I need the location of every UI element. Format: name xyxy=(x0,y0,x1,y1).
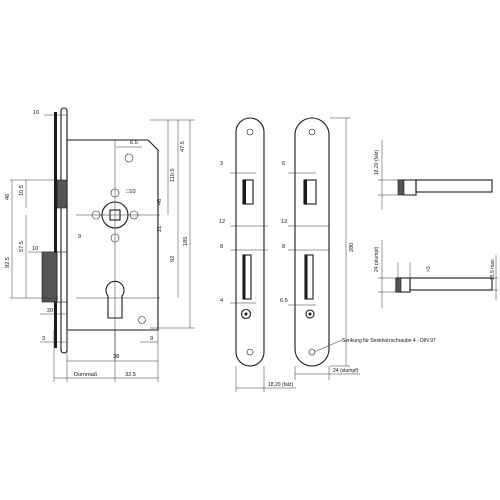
strike-plate-outline xyxy=(294,117,330,367)
faceplate-screw-bottom xyxy=(246,348,254,356)
case-screw-bottom xyxy=(138,316,146,324)
bolt-falz-label: 18,20 (falz) xyxy=(374,150,380,175)
dim-21: 21 xyxy=(157,226,163,232)
sp-dim-6-5: 6.5 xyxy=(280,298,288,304)
strike-screw-bottom xyxy=(308,348,316,356)
case-screw-top xyxy=(124,153,134,163)
dim-10-top: 10 xyxy=(33,110,39,116)
bolt-15-5max-label: 15,5 max. xyxy=(490,258,496,280)
dim-92: 92 xyxy=(170,256,176,262)
bolt-stumpf-shaft xyxy=(409,277,493,291)
strike-screw-top xyxy=(308,128,316,136)
lock-forend xyxy=(60,107,68,354)
sp-dim-6: 6 xyxy=(282,161,285,167)
lock-body-dimensions: 10 6.5 47.5 110.5 185 46 □10 9 21 92 46 … xyxy=(5,110,195,382)
faceplate-screw-top xyxy=(246,128,254,136)
dim-92-5: 92.5 xyxy=(5,257,11,268)
sp-dim-12: 12 xyxy=(281,219,287,225)
faceplate-latch-fill xyxy=(243,180,246,204)
dim-10-5: 10.5 xyxy=(19,185,25,196)
dim-10-mid: 10 xyxy=(32,246,38,252)
dim-38: 38 xyxy=(113,354,119,360)
strike-bolt-fill xyxy=(305,255,308,299)
faceplate-cylinder-hole xyxy=(240,308,252,320)
dim-57-5: 57.5 xyxy=(19,241,25,252)
dead-bolt-guide xyxy=(56,251,68,303)
sp-dim-8: 8 xyxy=(282,244,285,250)
dim-110-5: 110.5 xyxy=(170,168,176,182)
dim-9-bottom: 9 xyxy=(150,336,153,342)
dim-24-stumpf: 24 (stumpf) xyxy=(333,368,359,374)
dim-3-bottom: 3 xyxy=(42,336,45,342)
bolt-view-falz: 18,20 (falz) xyxy=(374,140,493,210)
lock-forend-edge xyxy=(54,112,57,348)
bolt-gt3-label: >3 xyxy=(426,266,432,272)
dim-6-5: 6.5 xyxy=(130,140,138,146)
dim-9-spindle: 9 xyxy=(78,234,81,240)
strike-cylinder-hole xyxy=(305,309,315,319)
strike-latch-fill xyxy=(304,180,307,204)
senkung-note: Senkung für Senkholzschraube 4 - DIN 97 xyxy=(342,338,436,344)
dim-185: 185 xyxy=(183,237,189,246)
faceplate-cylinder-dot xyxy=(244,312,248,316)
bolt-falz-shaft xyxy=(415,179,493,193)
strike-plate-view: 6 12 8 6.5 280 Senkung für Senkholzschra… xyxy=(235,117,436,392)
dim-32-5: 32.5 xyxy=(125,372,136,378)
fp-dim-12: 12 xyxy=(219,219,225,225)
cylinder-cutout xyxy=(105,280,125,319)
fp-dim-3: 3 xyxy=(220,161,223,167)
dim-dornmass: Dornmaß xyxy=(74,372,98,378)
faceplate-bolt-fill xyxy=(243,255,246,299)
bolt-falz-tip xyxy=(397,179,405,196)
dim-46-left: 46 xyxy=(5,194,11,200)
bolt-stumpf-label: 24 (stumpf) xyxy=(374,246,380,272)
strike-cylinder-dot xyxy=(308,312,312,316)
faceplate-outline xyxy=(235,117,265,367)
dim-square-10: □10 xyxy=(126,189,136,195)
fp-dim-4: 4 xyxy=(220,298,223,304)
latch-bolt xyxy=(56,179,68,209)
dim-46-right: 46 xyxy=(157,199,163,205)
dim-18-20-falz: 18,20 (falz) xyxy=(268,382,293,388)
fp-dim-8: 8 xyxy=(220,244,223,250)
faceplate-view: 3 12 8 4 xyxy=(219,117,268,367)
lock-body-view xyxy=(41,107,160,360)
dim-47-5: 47.5 xyxy=(180,141,186,152)
dead-bolt xyxy=(41,251,58,303)
dim-20: 20 xyxy=(47,308,53,314)
bolt-stumpf-tip xyxy=(395,277,402,293)
dim-280: 280 xyxy=(349,243,355,252)
bolt-view-stumpf: 24 (stumpf) >3 15,5 max. xyxy=(374,240,498,308)
